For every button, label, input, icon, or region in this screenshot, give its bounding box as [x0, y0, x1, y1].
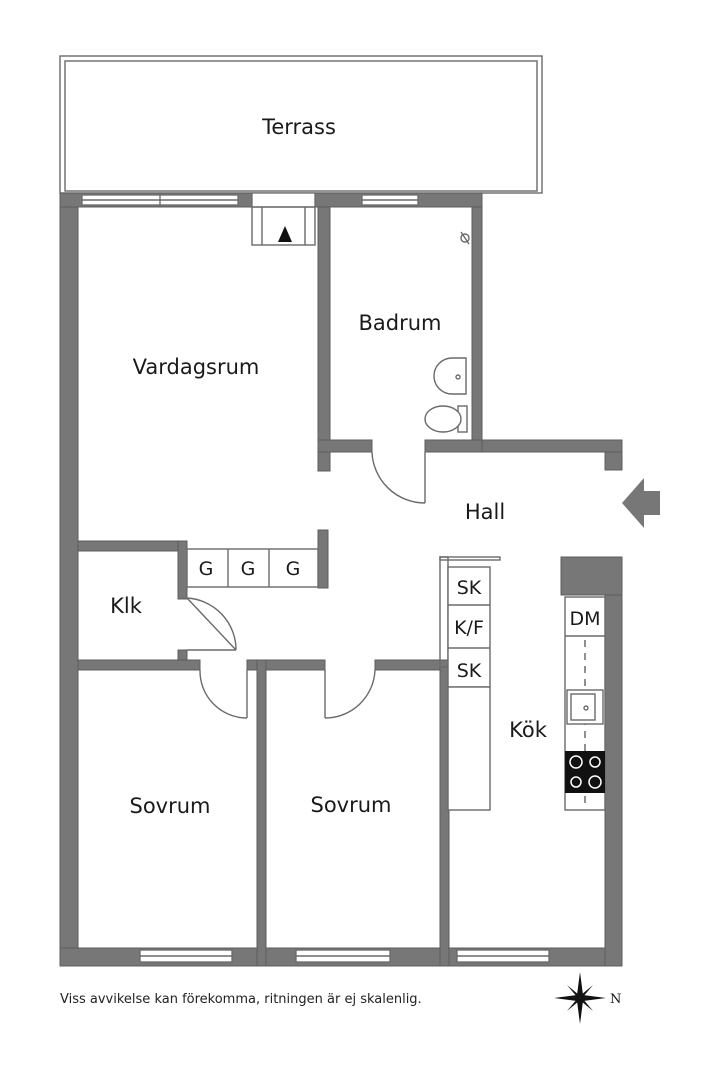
- doors: [186, 451, 426, 719]
- room-labels: Terrass Vardagsrum Badrum Hall Klk Sovru…: [110, 115, 548, 818]
- windows: [81, 194, 550, 963]
- room-label-terrace: Terrass: [261, 115, 336, 139]
- shower-icon: [460, 231, 470, 245]
- door-bedroom-right: [324, 669, 376, 719]
- wardrobe-label: G: [286, 558, 301, 580]
- kitchen-cabinet-label: SK: [457, 577, 482, 599]
- window-bathroom: [361, 194, 419, 206]
- room-label-bathroom: Badrum: [358, 311, 441, 335]
- disclaimer-text: Viss avvikelse kan förekomma, ritningen …: [60, 992, 422, 1007]
- dishwasher-label: DM: [569, 608, 600, 630]
- door-bathroom: [371, 451, 426, 504]
- balcony-arrow-icon: [278, 226, 292, 242]
- door-closet: [186, 597, 237, 651]
- room-label-closet: Klk: [110, 594, 143, 618]
- interior-walls: [77, 206, 501, 967]
- room-label-bedroom-right: Sovrum: [310, 793, 391, 817]
- window-kitchen: [456, 949, 550, 963]
- wardrobes: G G G: [186, 548, 319, 588]
- wardrobe-label: G: [241, 558, 256, 580]
- entrance-arrow-icon: [622, 478, 660, 528]
- kitchen-cabinets: SK K/F SK: [447, 566, 491, 811]
- room-label-bedroom-left: Sovrum: [129, 794, 210, 818]
- toilet-icon: [424, 405, 468, 433]
- room-label-living-room: Vardagsrum: [133, 355, 260, 379]
- stove-icon: [565, 751, 605, 793]
- compass-icon: N: [554, 972, 621, 1024]
- kitchen-counter: DM: [564, 596, 606, 811]
- door-bedroom-left: [199, 669, 248, 719]
- sink-icon: [433, 357, 467, 395]
- kitchen-cabinet-label: SK: [457, 660, 482, 682]
- compass-north-label: N: [610, 992, 621, 1007]
- kitchen-sink-icon: [566, 689, 604, 725]
- window-bedroom-left: [139, 949, 233, 963]
- window-living-room: [81, 194, 239, 206]
- room-label-hall: Hall: [465, 500, 505, 524]
- balcony-door: [251, 192, 316, 246]
- room-label-kitchen: Kök: [509, 718, 548, 742]
- bathroom-fixtures: [424, 231, 470, 433]
- kitchen-cabinet-label: K/F: [454, 617, 484, 639]
- wardrobe-label: G: [199, 558, 214, 580]
- window-bedroom-right: [295, 949, 391, 963]
- exterior-walls: [59, 192, 623, 967]
